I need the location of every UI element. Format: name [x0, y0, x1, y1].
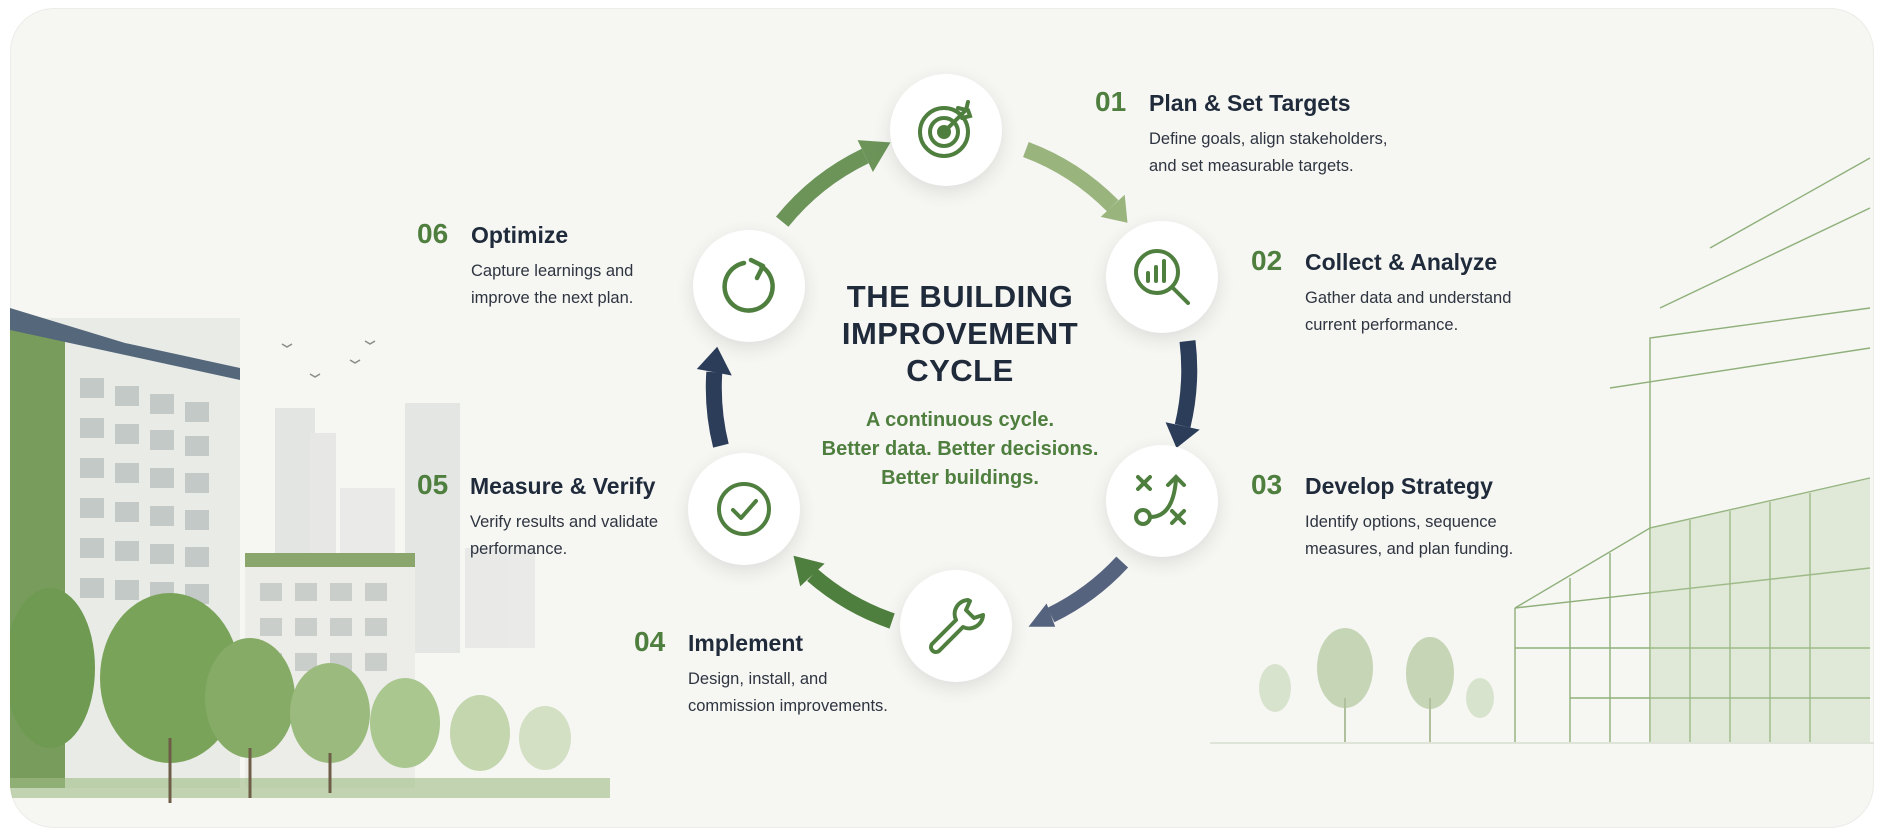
step-number: 01	[1095, 86, 1127, 117]
left-trees-illustration	[10, 588, 610, 803]
right-trees-illustration	[1259, 628, 1494, 718]
arrow-02-to-03	[1174, 340, 1198, 428]
step-number: 06	[417, 218, 449, 249]
right-building-fill	[1650, 478, 1870, 743]
step-title: Collect & Analyze	[1305, 249, 1498, 275]
analytics-magnifier-icon	[1134, 249, 1190, 305]
step-number: 03	[1251, 469, 1283, 500]
step-02-node[interactable]	[1106, 221, 1218, 333]
refresh-icon	[722, 257, 775, 313]
arrow-02-to-03-head	[1165, 422, 1200, 448]
step-title: Measure & Verify	[470, 473, 656, 499]
diagram-subtitle: A continuous cycle. Better data. Better …	[790, 406, 1130, 493]
step-description: Identify options, sequence measures, and…	[1305, 513, 1514, 558]
step-title: Implement	[688, 630, 804, 656]
step-06-node[interactable]	[693, 230, 805, 342]
arrow-04-to-05-head	[793, 555, 825, 587]
step-05-node[interactable]	[688, 453, 800, 565]
step-description: Define goals, align stakeholders, and se…	[1149, 130, 1388, 175]
left-skyline-illustration	[275, 403, 535, 653]
subtitle-line: Better buildings.	[881, 467, 1039, 489]
step-number: 02	[1251, 245, 1283, 276]
subtitle-line: Better data. Better decisions.	[821, 438, 1099, 460]
step-description: Gather data and understand current perfo…	[1305, 289, 1512, 334]
step-number: 04	[634, 626, 666, 657]
arrow-06-to-01	[775, 148, 869, 227]
step-title: Optimize	[471, 222, 569, 248]
subtitle-line: A continuous cycle.	[865, 409, 1055, 431]
arrow-05-to-06	[705, 371, 729, 448]
arrow-03-to-04-head	[1028, 603, 1056, 627]
check-circle-icon	[717, 482, 771, 536]
arrow-03-to-04	[1047, 556, 1129, 623]
step-title: Develop Strategy	[1305, 473, 1493, 499]
arrow-05-to-06-head	[696, 346, 732, 376]
strategy-path-icon	[1134, 474, 1186, 526]
step-number: 05	[417, 469, 449, 500]
step-03-node[interactable]	[1106, 445, 1218, 557]
step-title: Plan & Set Targets	[1149, 90, 1351, 116]
arrow-04-to-05	[807, 568, 895, 629]
diagram-card: THE BUILDING IMPROVEMENT CYCLE A continu…	[10, 8, 1874, 828]
step-01-node[interactable]	[890, 74, 1002, 186]
arrow-01-to-02	[1023, 142, 1119, 212]
arrow-06-to-01-head	[857, 140, 891, 172]
step-description: Design, install, and commission improvem…	[688, 670, 888, 715]
step-description: Capture learnings and improve the next p…	[471, 262, 634, 307]
wrench-icon	[929, 598, 985, 654]
cycle-arrows	[696, 140, 1200, 629]
step-description: Verify results and validate performance.	[470, 513, 659, 558]
target-icon	[918, 100, 973, 158]
arrow-01-to-02-head	[1100, 194, 1128, 223]
background-illustration	[10, 140, 1874, 803]
step-04-node[interactable]	[900, 570, 1012, 682]
diagram-title: THE BUILDING IMPROVEMENT CYCLE	[841, 279, 1079, 388]
